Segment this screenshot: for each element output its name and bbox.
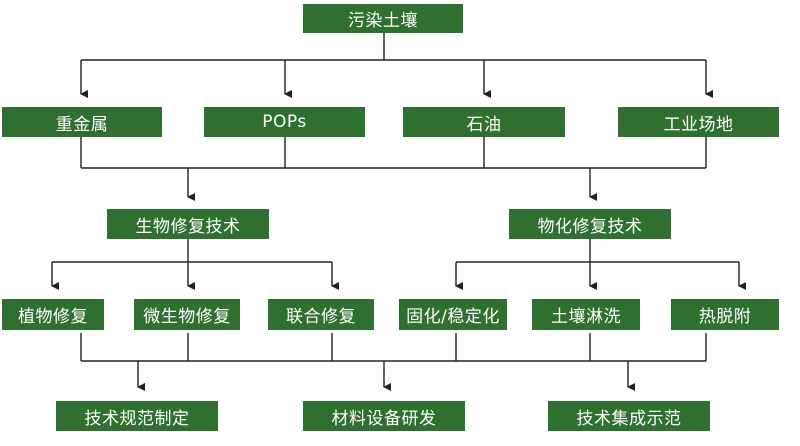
bio-methods-connector	[51, 239, 339, 290]
physchem-methods-connector	[455, 239, 746, 290]
technology-node-bioremediation: 生物修复技术	[107, 209, 269, 239]
pollutant-node-heavy-metals: 重金属	[2, 107, 162, 137]
outcome-node-integrated-demonstration: 技术集成示范	[548, 401, 710, 431]
pollutants-to-technologies-connector	[80, 137, 707, 201]
pollutant-node-petroleum: 石油	[403, 107, 565, 137]
method-node-soil-washing: 土壤淋洗	[532, 299, 640, 330]
methods-to-outcomes-connector	[80, 333, 707, 391]
method-node-combined-remediation: 联合修复	[268, 299, 374, 330]
technology-node-physicochemical: 物化修复技术	[509, 209, 671, 239]
method-node-microbial-remediation: 微生物修复	[134, 299, 240, 330]
pollutant-node-pops: POPs	[204, 107, 365, 137]
method-node-solidification-stabilization: 固化/稳定化	[399, 299, 507, 330]
root-to-pollutants-connector	[80, 32, 713, 98]
outcome-node-technical-standards: 技术规范制定	[56, 401, 218, 431]
pollutant-node-industrial-sites: 工业场地	[618, 107, 779, 137]
method-node-phytoremediation: 植物修复	[2, 299, 104, 330]
outcome-node-materials-equipment: 材料设备研发	[303, 401, 465, 431]
root-node: 污染土壤	[303, 4, 463, 33]
method-node-thermal-desorption: 热脱附	[671, 299, 779, 330]
